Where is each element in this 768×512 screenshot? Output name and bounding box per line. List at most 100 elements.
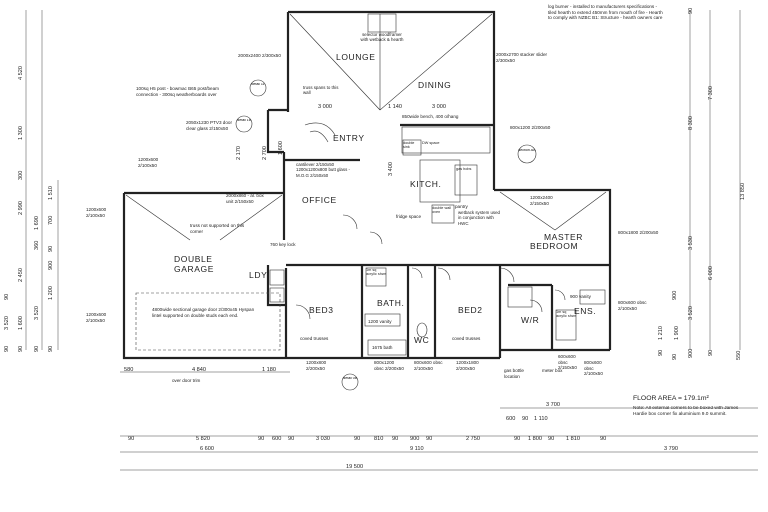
- room-lounge: LOUNGE: [336, 52, 376, 62]
- window-1200x600-left: 1200x600 2/100x50: [86, 207, 107, 218]
- corner-note: Note: All external corners to be boxed w…: [633, 406, 739, 417]
- bath-note: 1675 bath: [372, 345, 393, 350]
- wetback-note: wetback system used in conjunction with …: [458, 210, 500, 226]
- truss-spans-note: truss spans to this wall: [303, 85, 339, 96]
- dim-600: 600: [506, 416, 515, 422]
- dim-left-9: 3 520: [34, 306, 40, 320]
- key-lock-note: 760 key lock: [270, 242, 296, 247]
- dim-right-12: 550: [736, 351, 742, 360]
- dim-6600: 6 600: [200, 446, 214, 452]
- gas-hobs: gas hobs: [456, 167, 472, 171]
- double-wall-oven: double wall oven: [432, 206, 451, 215]
- dim-row2-14: 90: [548, 436, 554, 442]
- dim-1180: 1 180: [262, 367, 276, 373]
- dim-left-14: 1 510: [48, 186, 54, 200]
- dim-row2-11: 2 750: [466, 436, 480, 442]
- window-800x1800: 800x1800 2/200x50: [618, 230, 659, 235]
- dim-left-15: 1 200: [48, 286, 54, 300]
- dim-row2-16: 90: [600, 436, 606, 442]
- dim-row2-0: 90: [128, 436, 134, 442]
- internal-detail: [125, 13, 607, 356]
- dim-row2-9: 900: [410, 436, 419, 442]
- dim-1600: 1 600: [278, 141, 284, 155]
- dim-left-5: 360: [34, 241, 40, 250]
- dim-9110: 9 110: [410, 446, 424, 452]
- dim-left-18: 3 520: [4, 316, 10, 330]
- coved-trusses-bed3: coved trusses: [300, 336, 329, 341]
- slider-note: 2000x2700 stacker slider 2/300x50: [496, 52, 548, 63]
- dims-row1: 580 4 840 1 180: [124, 367, 276, 373]
- dim-left-11: 900: [48, 261, 54, 270]
- dim-3790: 3 790: [664, 446, 678, 452]
- dim-row2-4: 90: [288, 436, 294, 442]
- window-1200x2400: 1200x2400 2/150x50: [530, 195, 553, 206]
- cantilever-note: cantilever 2/150x50 1200x1200x800 butt g…: [296, 162, 350, 178]
- dim-left-2: 300: [18, 171, 24, 180]
- dim-2700: 2 700: [262, 146, 268, 160]
- dim-right-1: 8 300: [688, 116, 694, 130]
- dim-row2-5: 3 030: [316, 436, 330, 442]
- window-1200x600-left-2: 1200x600 2/100x50: [86, 312, 107, 323]
- room-wr: W/R: [521, 315, 539, 325]
- detail-08-marker: detail 08: [343, 377, 357, 380]
- lounge-width: 3 000: [318, 104, 332, 110]
- dim-row2-13: 1 800: [528, 436, 542, 442]
- ptv3-door-note: 2050x1230 PTV3 door clear glass 2/150x50: [186, 120, 232, 131]
- dim-90: 90: [522, 416, 528, 422]
- dim-left-17: 90: [4, 346, 10, 352]
- dim-right-4: 6 000: [708, 266, 714, 280]
- section-aa-marker: section AA: [518, 149, 536, 152]
- dim-right-3: 13 850: [740, 183, 746, 200]
- dim-right-10: 90: [672, 354, 678, 360]
- dim-right-7: 1 900: [674, 326, 680, 340]
- coved-trusses-bed2: coved trusses: [452, 336, 481, 341]
- room-kitch: KITCH.: [410, 179, 441, 189]
- room-wc: WC: [414, 335, 429, 345]
- dimension-lines: [25, 10, 758, 471]
- room-master: MASTER: [544, 232, 583, 242]
- dim-right-13: 90: [708, 350, 714, 356]
- room-dining: DINING: [418, 80, 451, 90]
- truss-not-supported: truss not supported on this corner: [190, 223, 245, 234]
- dim-right-5: 3 530: [688, 236, 694, 250]
- dim-3700: 3 700: [546, 402, 560, 408]
- room-bedroom: BEDROOM: [530, 241, 578, 251]
- floor-area: FLOOR AREA = 179.1m²: [633, 395, 709, 402]
- room-bed3: BED3: [309, 305, 334, 315]
- dim-row2-12: 90: [514, 436, 520, 442]
- window-1200x600-a: 1200x600 2/100x50: [138, 157, 159, 168]
- box-unit-note: 2000x860 - al. box unit 2/150x50: [226, 193, 264, 204]
- garage-door-note: 4800wide sectional garage door 2/300x45 …: [152, 307, 255, 318]
- dim-left-7: 1 600: [18, 316, 24, 330]
- window-1200x800-bed3: 1200x800 2/200x50: [306, 360, 327, 371]
- dim-right-11: 900: [688, 349, 694, 358]
- room-office: OFFICE: [302, 195, 337, 205]
- vanity-900: 900 vanity: [570, 294, 592, 299]
- dim-row2-8: 90: [392, 436, 398, 442]
- shower-bath: 1m sq acrylic shwr: [366, 268, 386, 277]
- room-ldy: LDY.: [249, 270, 269, 280]
- bench-note: 850wide bench, 400 o/hang: [402, 114, 459, 119]
- dim-1110: 1 110: [534, 416, 548, 422]
- dim-right-8: 1 210: [658, 326, 664, 340]
- fridge-space: fridge space: [396, 214, 421, 219]
- over-door-trim: over door trim: [172, 378, 201, 383]
- dim-left-3: 2 990: [18, 201, 24, 215]
- room-bed2: BED2: [458, 305, 483, 315]
- post-note: 100sq H5 post - bowmac B65 post/beam con…: [136, 86, 219, 97]
- room-bath: BATH.: [377, 298, 404, 308]
- dim-total-19500: 19 500: [346, 464, 363, 470]
- pantry: pantry: [455, 204, 468, 209]
- dim-row2-1: 5 820: [196, 436, 210, 442]
- dim-left-16: 90: [48, 346, 54, 352]
- dim-1140: 1 140: [388, 104, 402, 110]
- dim-left-6: 2 450: [18, 268, 24, 282]
- detail-11-marker: detail 11: [251, 83, 265, 86]
- dim-row2-3: 600: [272, 436, 281, 442]
- dim-row2-7: 810: [374, 436, 383, 442]
- dims-row3: 6 600 9 110 3 790 19 500 3 700 600 90 1 …: [200, 402, 678, 470]
- window-800x1200-obsc: 800x1200 obsc 2/200x50: [374, 360, 404, 371]
